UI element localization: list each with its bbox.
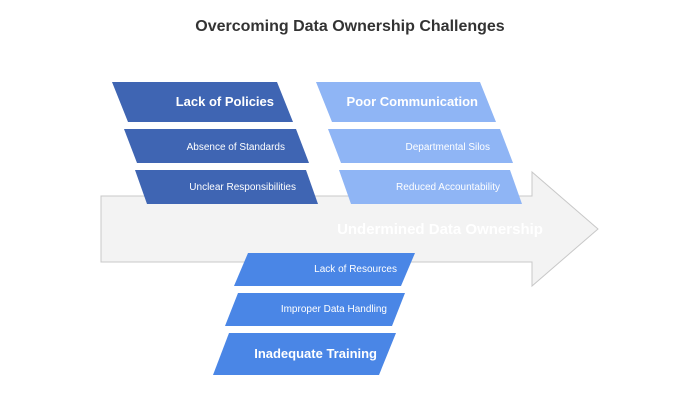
diagram-title: Overcoming Data Ownership Challenges [195, 18, 505, 35]
policies-item-1-shape [124, 129, 309, 163]
communication-item-2-shape [339, 170, 522, 204]
policies-heading: Lack of Policies [176, 94, 274, 109]
training-heading: Inadequate Training [254, 346, 377, 361]
training-item-2-shape [225, 293, 405, 326]
center-label: Undermined Data Ownership [337, 221, 543, 238]
policies-item-1: Absence of Standards [187, 142, 285, 153]
policies-heading-shape [112, 82, 293, 122]
training-item-1-shape [234, 253, 415, 286]
communication-heading: Poor Communication [347, 94, 479, 109]
communication-item-1-shape [328, 129, 513, 163]
policies-item-2: Unclear Responsibilities [189, 182, 296, 193]
communication-heading-shape [316, 82, 496, 122]
policies-item-2-shape [135, 170, 318, 204]
communication-item-1: Departmental Silos [406, 142, 490, 153]
training-item-1: Lack of Resources [314, 264, 397, 275]
training-heading-shape [213, 333, 396, 375]
training-item-2: Improper Data Handling [281, 304, 387, 315]
communication-item-2: Reduced Accountability [396, 182, 500, 193]
